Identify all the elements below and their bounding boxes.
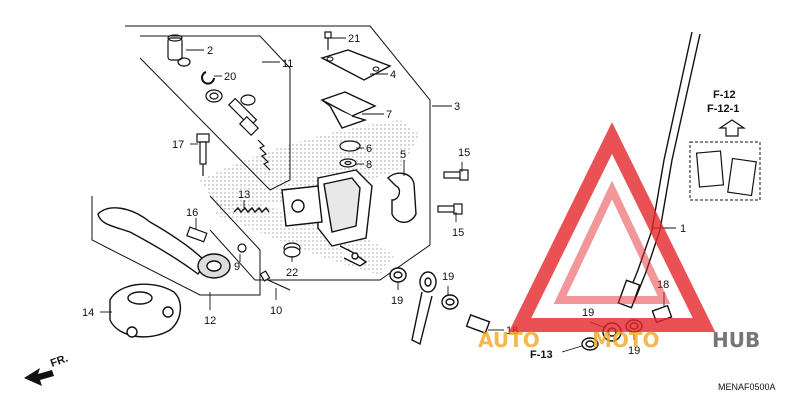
callout-2: 2 [207, 45, 213, 57]
ref-f12-1[interactable]: F-12-1 [707, 103, 739, 115]
callout-13: 13 [238, 189, 250, 201]
part-return-spring [233, 206, 270, 214]
part-brake-pads [695, 150, 757, 197]
part-pivot-bolt [196, 133, 210, 176]
callout-12: 12 [204, 315, 216, 327]
watermark-text-hub: HUB [712, 328, 760, 352]
front-arrow-icon [24, 368, 54, 386]
part-cap-screw [324, 31, 332, 50]
part-piston-cap [167, 34, 191, 67]
group-outline-pads [689, 141, 761, 201]
callout-19-a: 19 [391, 295, 403, 307]
ref-f12[interactable]: F-12 [713, 89, 736, 101]
callout-19-b: 19 [442, 271, 454, 283]
shading-upper [200, 120, 420, 210]
ref-f13[interactable]: F-13 [530, 349, 553, 361]
group-outline-inner-parts [139, 35, 291, 191]
part-reservoir-cap [320, 49, 392, 81]
arrow-up-icon [718, 119, 746, 137]
part-piston-spring [228, 97, 271, 171]
callout-18-b: 18 [657, 279, 669, 291]
callout-4: 4 [390, 69, 396, 81]
callout-16: 16 [186, 207, 198, 219]
watermark-text-auto: AUTO [478, 328, 540, 352]
callout-21: 21 [348, 33, 360, 45]
part-brake-lever [97, 207, 231, 279]
callout-15-lower: 15 [452, 227, 464, 239]
callout-9: 9 [234, 261, 240, 273]
part-diaphragm [320, 91, 377, 129]
part-plate-and-seal [339, 140, 361, 168]
callout-3: 3 [454, 101, 460, 113]
part-seal-cups [205, 89, 256, 106]
callout-8: 8 [366, 159, 372, 171]
callout-15-upper: 15 [458, 147, 470, 159]
watermark-text-moto: MOTO [592, 328, 660, 352]
callout-19-c: 19 [582, 307, 594, 319]
watermark-logo: AUTO MOTO HUB [478, 122, 760, 352]
group-outline-master-cylinder [125, 25, 431, 281]
callout-22: 22 [286, 267, 298, 279]
callout-20: 20 [224, 71, 236, 83]
callout-14: 14 [82, 307, 94, 319]
group-outline-lever [91, 195, 261, 296]
leader-lines [100, 37, 676, 353]
part-adjuster [186, 226, 247, 253]
callout-17: 17 [172, 139, 184, 151]
part-master-cylinder [281, 169, 373, 267]
callout-7: 7 [386, 109, 392, 121]
callout-19-d: 19 [628, 345, 640, 357]
callout-numbers: 2 20 11 21 4 7 3 17 6 8 5 15 15 13 16 9 … [82, 33, 686, 357]
part-holder [387, 172, 417, 223]
front-direction-label: FR. [49, 352, 70, 369]
part-dust-boot [283, 242, 301, 258]
callout-6: 6 [366, 143, 372, 155]
part-switch-pin [259, 270, 291, 291]
callout-10: 10 [270, 305, 282, 317]
callout-11: 11 [282, 58, 293, 70]
callout-1: 1 [680, 223, 686, 235]
part-circlip [201, 71, 215, 85]
part-lever-cover [109, 283, 181, 338]
part-banjo-upper [389, 267, 459, 346]
diagram-code: MENAF0500A [718, 382, 776, 392]
part-holder-bolts [437, 169, 469, 215]
callout-5: 5 [400, 149, 406, 161]
